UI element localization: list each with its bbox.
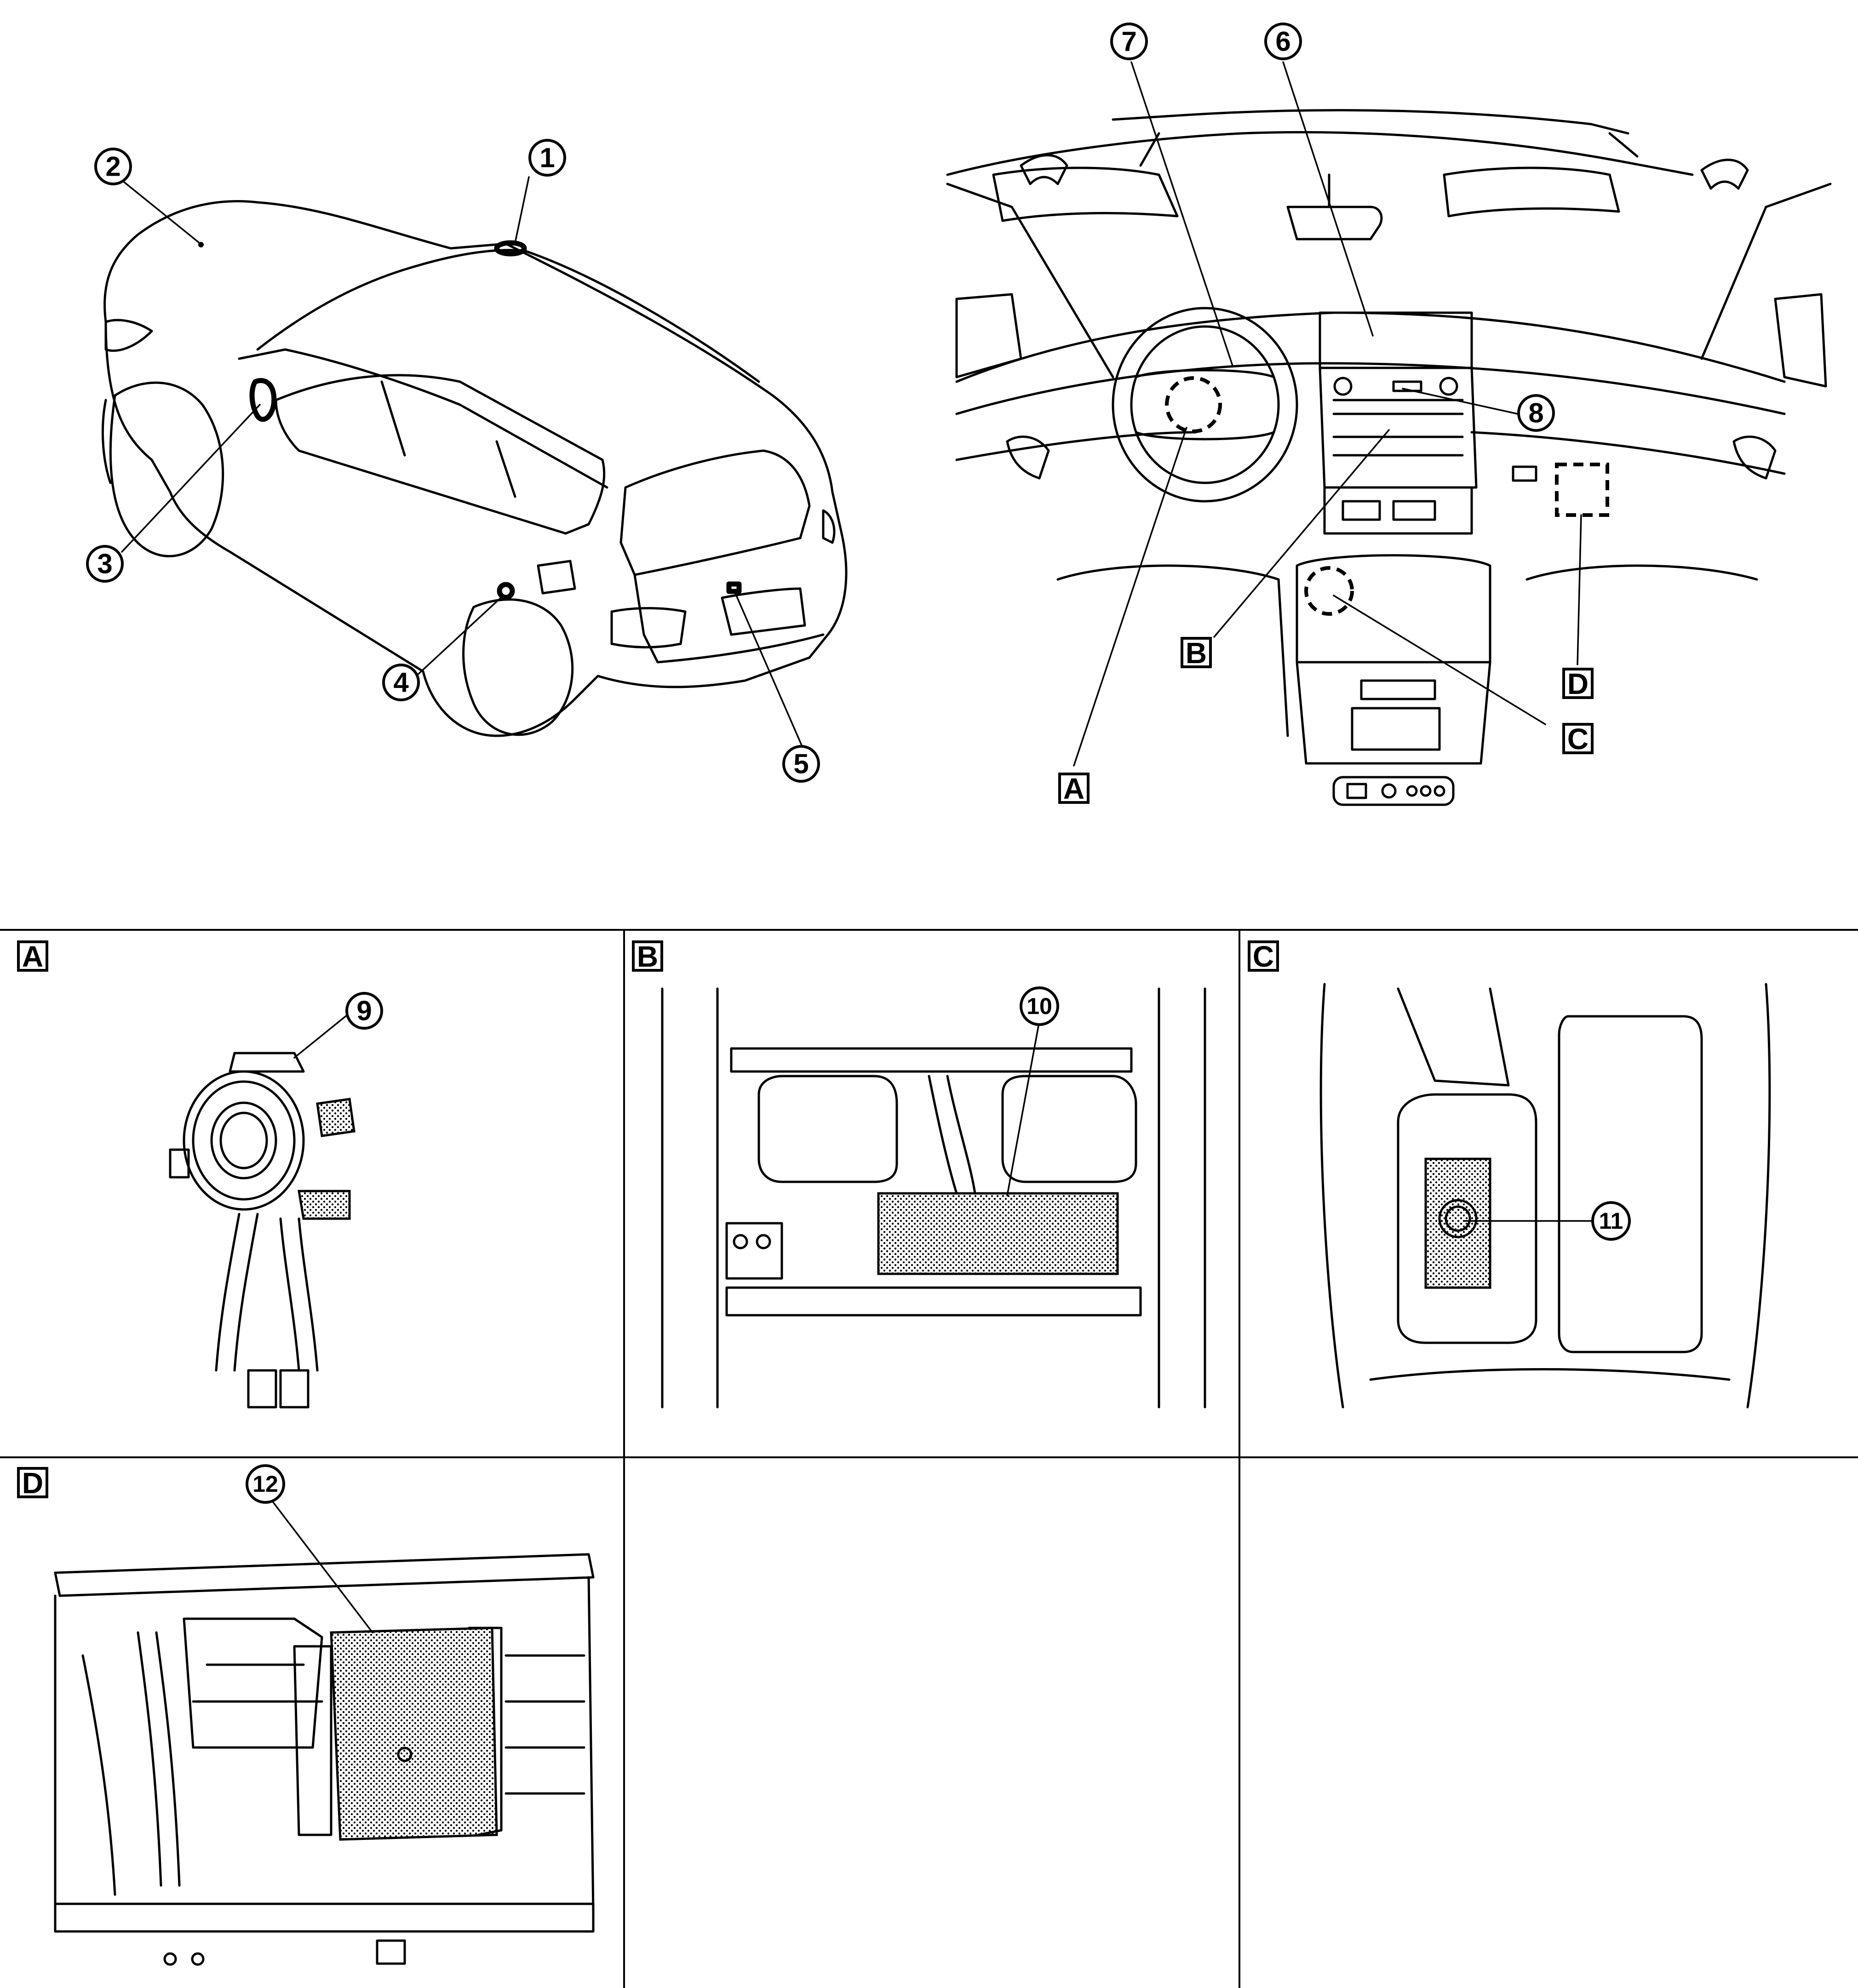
callout-8: 8 <box>1517 394 1555 432</box>
panel-label-d: D <box>17 1467 48 1500</box>
callout-11-label: 11 <box>1599 1208 1623 1234</box>
callout-8-label: 8 <box>1528 398 1543 429</box>
panel-grid <box>0 929 1858 1988</box>
view-label-c-main-text: C <box>1567 722 1588 756</box>
view-label-d-main: D <box>1562 667 1594 700</box>
callout-6: 6 <box>1264 23 1302 60</box>
callout-7-label: 7 <box>1121 26 1136 57</box>
panel-label-a: A <box>17 940 48 973</box>
panel-label-b-text: B <box>637 940 658 973</box>
callout-1-label: 1 <box>539 143 555 173</box>
view-label-a-main-text: A <box>1063 772 1084 805</box>
panel-a-drawing <box>169 1008 356 1409</box>
vehicle-exterior-view <box>101 176 848 748</box>
callout-markers: 1 2 3 4 5 6 7 8 9 10 11 12 <box>86 23 1631 1504</box>
panel-label-a-text: A <box>22 940 43 973</box>
view-label-d-main-text: D <box>1567 667 1588 700</box>
panel-c-drawing <box>1319 983 1771 1409</box>
callout-5-label: 5 <box>793 749 809 779</box>
view-labels: B D C A A B C D <box>17 636 1594 1500</box>
view-label-c-main: C <box>1562 722 1594 756</box>
callout-10: 10 <box>1020 986 1059 1026</box>
callout-11: 11 <box>1591 1201 1631 1241</box>
callout-3: 3 <box>86 545 124 583</box>
panel-d-drawing <box>54 1496 595 1966</box>
callout-7: 7 <box>1110 23 1148 60</box>
callout-5: 5 <box>782 745 820 783</box>
callout-3-label: 3 <box>97 549 112 579</box>
panel-label-c: C <box>1248 940 1279 973</box>
callout-9-label: 9 <box>356 996 372 1026</box>
panel-label-c-text: C <box>1253 940 1274 973</box>
callout-4-label: 4 <box>393 667 409 698</box>
callout-2: 2 <box>94 148 132 185</box>
vehicle-interior-view <box>946 61 1832 806</box>
callout-6-label: 6 <box>1275 26 1290 57</box>
callout-1: 1 <box>528 139 566 177</box>
callout-9: 9 <box>345 992 383 1030</box>
callout-2-label: 2 <box>105 151 120 182</box>
panel-label-b: B <box>632 940 663 973</box>
callout-4: 4 <box>382 664 420 701</box>
callout-12: 12 <box>246 1464 285 1504</box>
view-label-b-main: B <box>1181 636 1212 670</box>
view-label-b-main-text: B <box>1186 636 1207 670</box>
callout-10-label: 10 <box>1026 993 1052 1019</box>
panel-label-d-text: D <box>22 1467 43 1500</box>
panel-b-drawing <box>661 987 1206 1409</box>
callout-12-label: 12 <box>252 1471 278 1497</box>
view-label-a-main: A <box>1058 772 1090 805</box>
